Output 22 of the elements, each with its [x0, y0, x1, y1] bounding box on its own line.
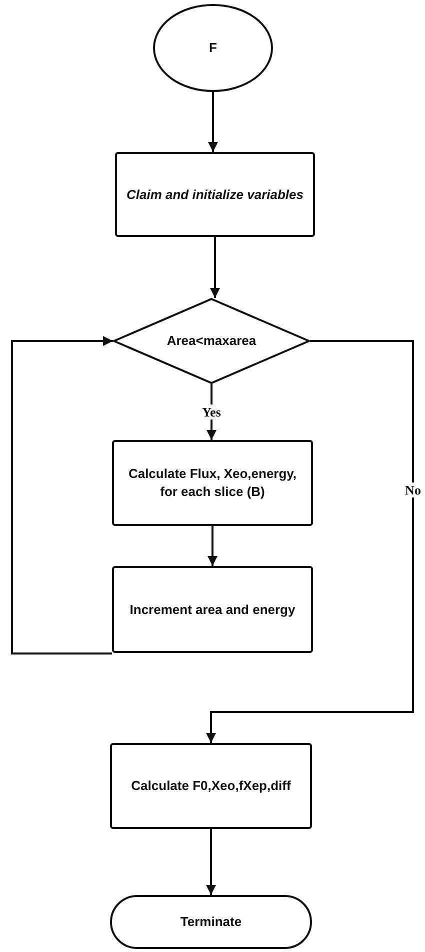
- arrow: [206, 340, 414, 743]
- node-text: Area<maxarea: [166, 332, 258, 350]
- process-box: [112, 440, 313, 526]
- node-text: F: [208, 39, 218, 57]
- decision-diamond: [113, 298, 310, 384]
- arrow: [208, 526, 218, 566]
- node-text: Terminate: [179, 913, 243, 931]
- node-text: Calculate F0,Xeo,fXep,diff: [130, 777, 292, 795]
- process-box: [115, 152, 315, 237]
- node-text: Claim and initialize variables: [125, 186, 304, 204]
- arrow: [206, 829, 216, 895]
- edge-label: No: [404, 482, 422, 498]
- process-box: [110, 743, 312, 829]
- arrow: [11, 336, 113, 654]
- process-box: [112, 566, 313, 653]
- edge-label: Yes: [201, 404, 222, 420]
- node-text: Increment area and energy: [128, 600, 296, 618]
- start-ellipse: [153, 4, 273, 92]
- node-text: Calculate Flux, Xeo,energy, for each slice (B): [127, 465, 298, 501]
- terminal-pill: [110, 895, 312, 949]
- arrow: [208, 92, 218, 152]
- arrow: [210, 237, 220, 298]
